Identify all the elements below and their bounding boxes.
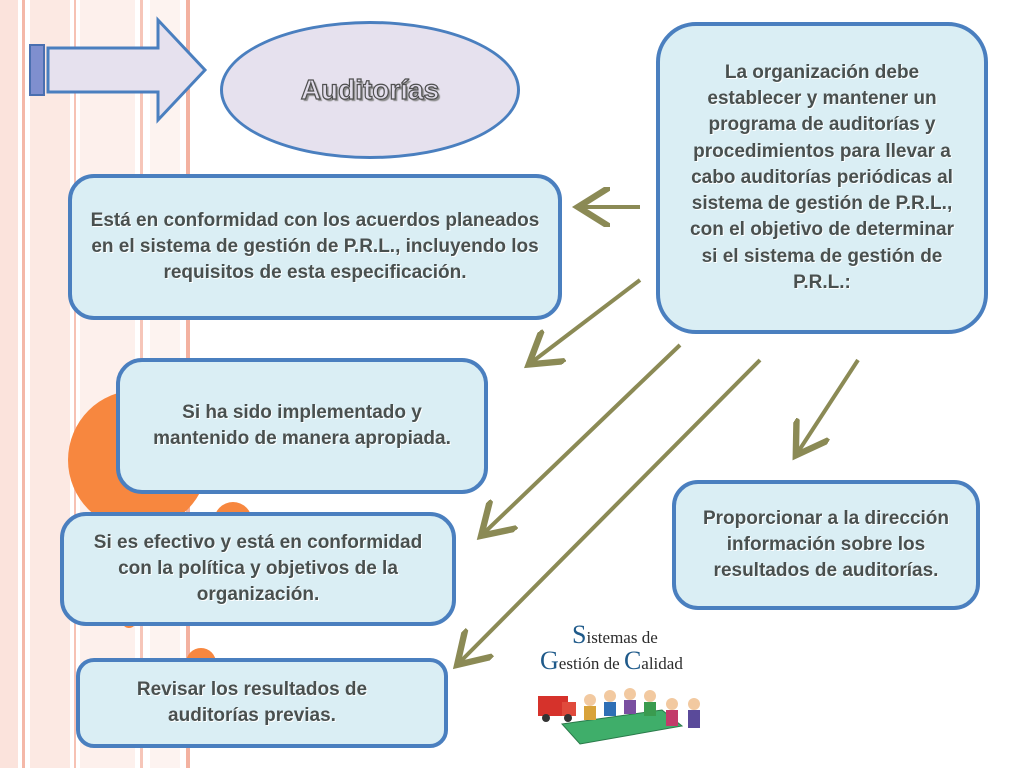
item-box-revisar: Revisar los resultados de auditorías pre… — [76, 658, 448, 748]
item-box-efectivo: Si es efectivo y está en conformidad con… — [60, 512, 456, 626]
item-box-implementado: Si ha sido implementado y mantenido de m… — [116, 358, 488, 494]
item-text: Proporcionar a la dirección información … — [702, 507, 950, 582]
arrow-to-efectivo — [484, 343, 682, 533]
title-ellipse: Auditorías — [220, 21, 520, 159]
item-text: Revisar los resultados de auditorías pre… — [136, 678, 368, 726]
intro-text: La organización debe establecer y manten… — [690, 62, 954, 293]
item-box-proporcionar: Proporcionar a la dirección información … — [672, 480, 980, 610]
item-text: Está en conformidad con los acuerdos pla… — [90, 209, 540, 284]
item-text: Si es efectivo y está en conformidad con… — [93, 531, 423, 606]
page-title: Auditorías — [300, 73, 440, 105]
arrow-to-implementado — [532, 278, 642, 362]
arrow-to-revisar — [460, 358, 762, 662]
team-illustration-icon — [538, 688, 700, 745]
intro-box: La organización debe establecer y manten… — [656, 22, 988, 334]
logo-sistemas-gestion-calidad: Sistemas de Gestión de Calidad — [532, 620, 712, 750]
arrow-to-proporcionar — [798, 358, 860, 452]
block-arrow-icon — [29, 16, 208, 124]
item-box-conformidad: Está en conformidad con los acuerdos pla… — [68, 174, 562, 320]
item-text: Si ha sido implementado y mantenido de m… — [153, 401, 451, 449]
